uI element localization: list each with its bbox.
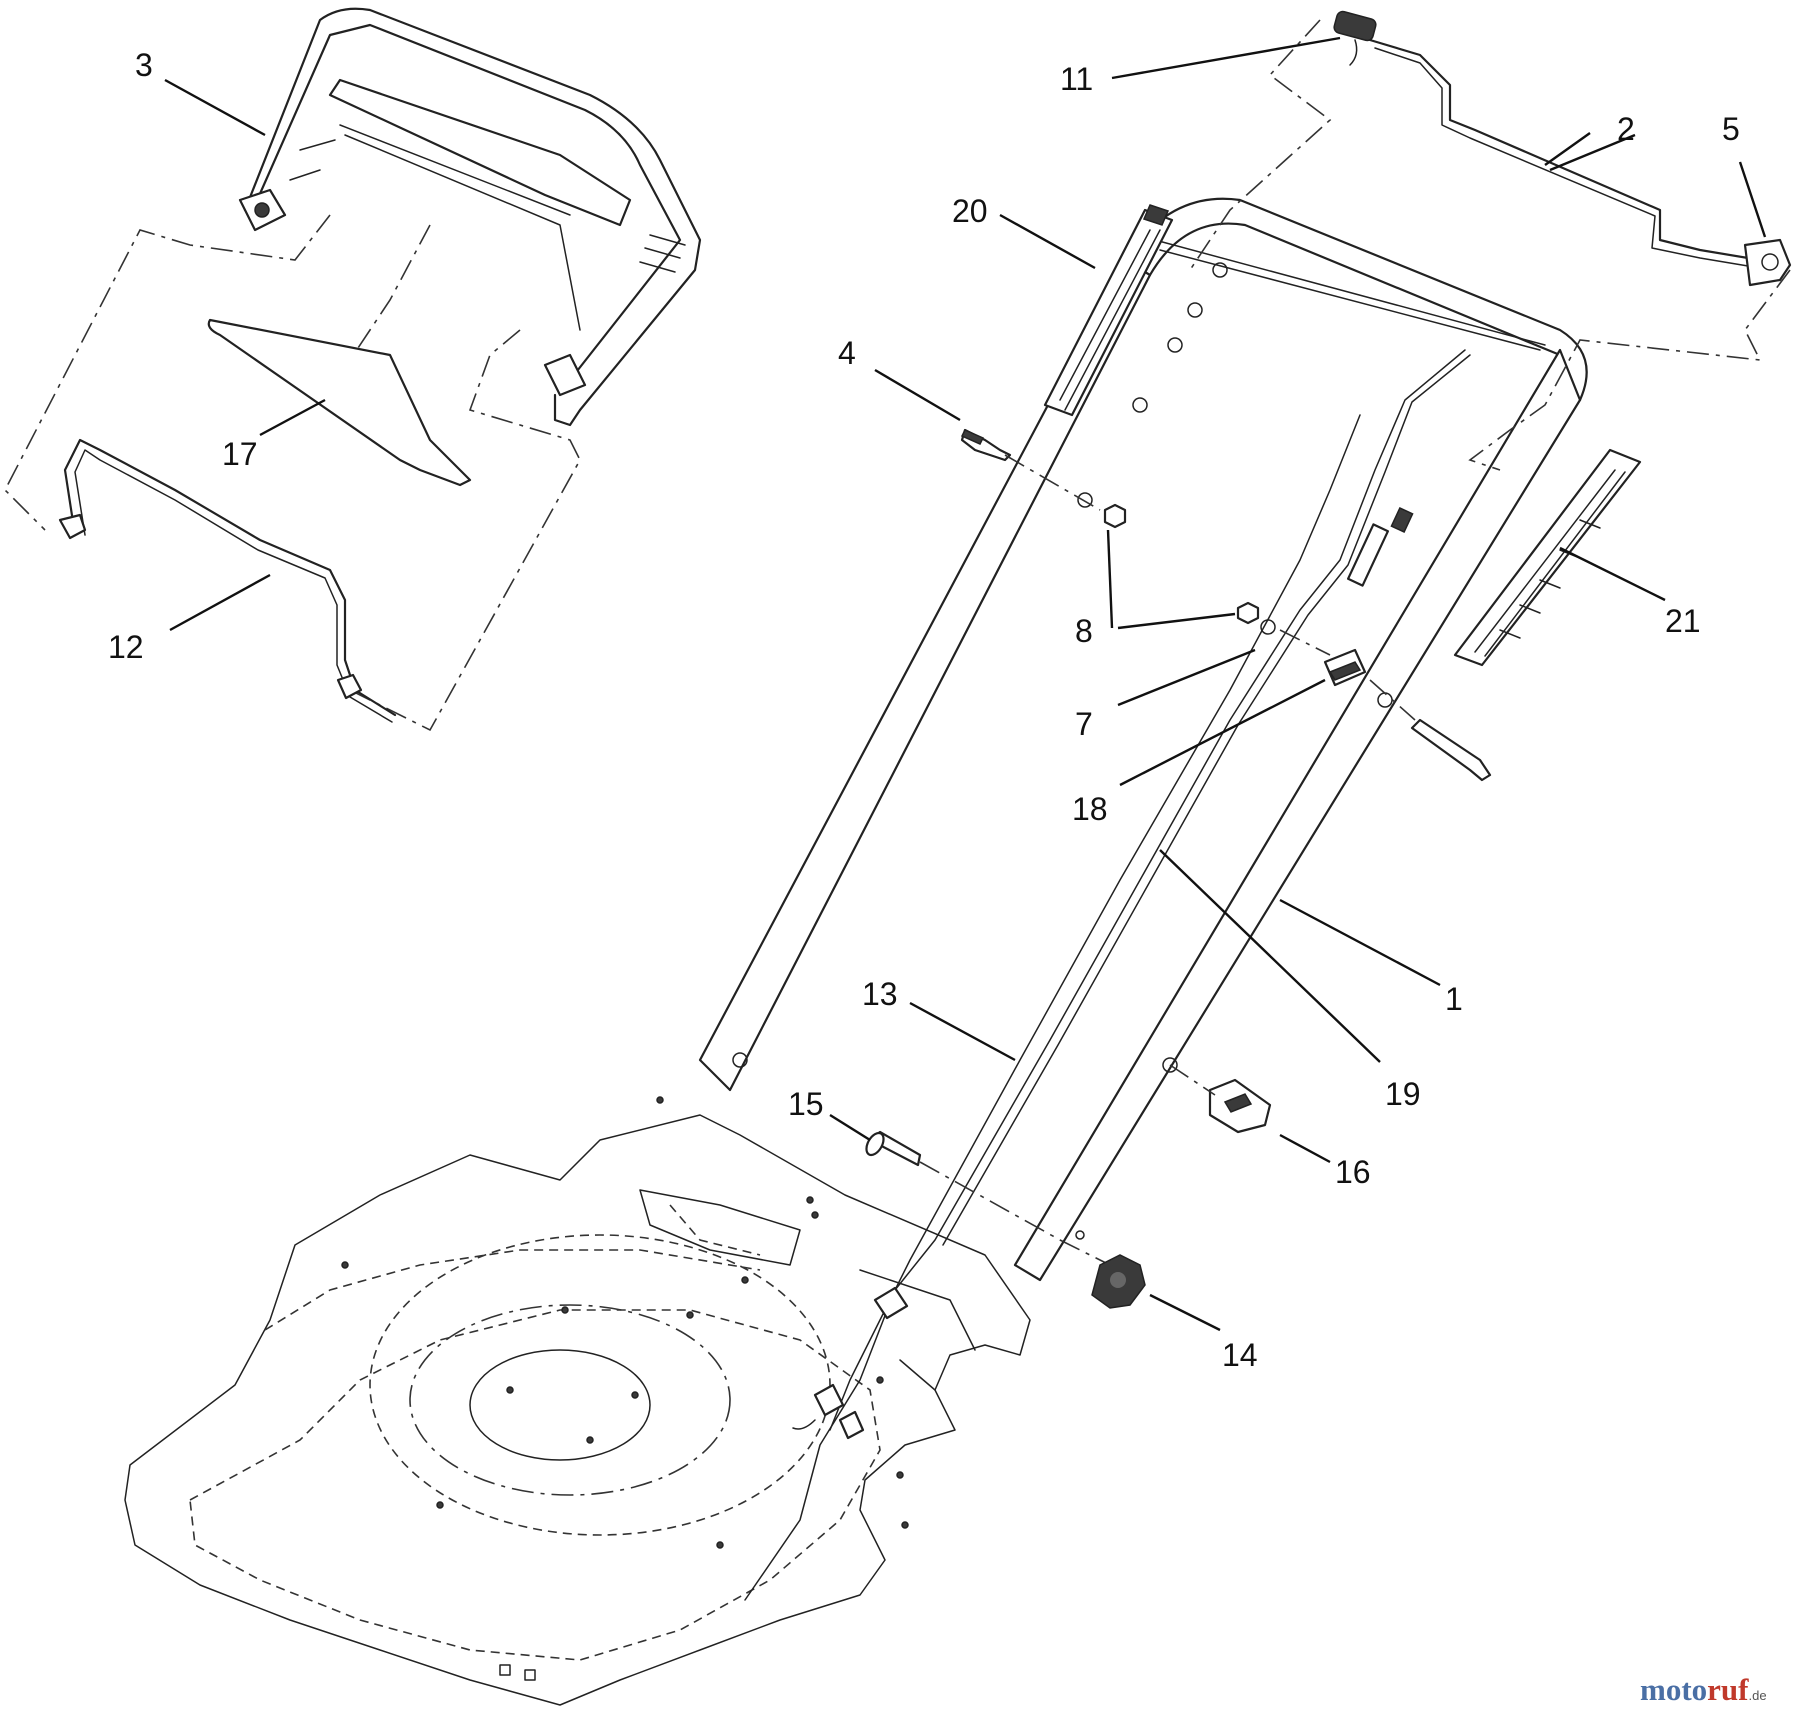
- leader-lines: [164, 36, 1767, 1332]
- callout-16: 16: [1335, 1154, 1371, 1190]
- callout-18: 18: [1072, 791, 1108, 827]
- callout-15: 15: [788, 1086, 824, 1122]
- mower-deck: [124, 1096, 1031, 1706]
- panel-17: [207, 318, 472, 487]
- nut-8b: [1236, 601, 1260, 625]
- control-rod-2: [1333, 10, 1762, 269]
- bolt-right: [1410, 718, 1492, 782]
- watermark-logo: motoruf.de: [1640, 1672, 1767, 1707]
- svg-text:motoruf.de: motoruf.de: [1640, 1672, 1767, 1707]
- watermark-suffix: .de: [1748, 1688, 1766, 1703]
- callout-1: 1: [1445, 981, 1463, 1017]
- callout-3: 3: [135, 47, 153, 83]
- grip-21: [1453, 448, 1642, 667]
- watermark-main: moto: [1640, 1672, 1707, 1707]
- callout-17: 17: [222, 436, 258, 472]
- bail-rod-12: [58, 438, 397, 723]
- bolt-15: [865, 1130, 922, 1167]
- latch-5: [1743, 238, 1792, 287]
- callout-14: 14: [1222, 1337, 1258, 1373]
- watermark-accent: ruf: [1707, 1672, 1749, 1707]
- bracket-16: [1208, 1078, 1272, 1134]
- grip-20: [1043, 204, 1174, 417]
- bag-frame-3: [238, 7, 702, 427]
- callout-13: 13: [862, 976, 898, 1012]
- knob-14: [1091, 1254, 1146, 1309]
- callout-11: 11: [1060, 61, 1093, 97]
- callout-20: 20: [952, 193, 988, 229]
- callout-19: 19: [1385, 1076, 1421, 1112]
- callout-21: 21: [1665, 603, 1701, 639]
- callout-12: 12: [108, 629, 144, 665]
- callout-4: 4: [838, 335, 856, 371]
- callout-7: 7: [1075, 706, 1093, 742]
- washer-7: [1260, 619, 1276, 635]
- cable-19: [744, 349, 1471, 1601]
- nut-8a: [1103, 503, 1127, 529]
- callout-labels: 1 2 3 4 5 7 8 8 11 12 13 14 15 16 17 18 …: [108, 47, 1740, 1373]
- callout-5: 5: [1722, 111, 1740, 147]
- handle-frame: [698, 197, 1588, 1282]
- callout-8-lower: 8: [1075, 613, 1093, 649]
- callout-2: 2: [1617, 111, 1635, 147]
